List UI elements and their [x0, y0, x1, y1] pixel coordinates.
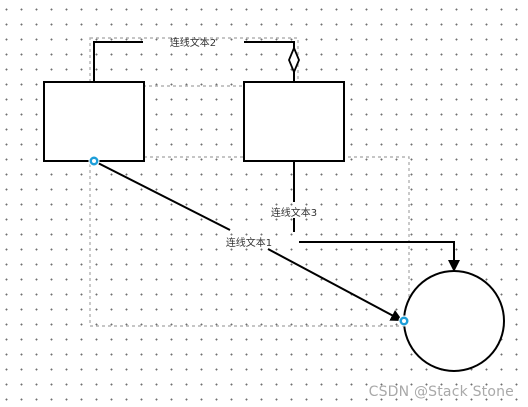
diamond-marker-icon: [288, 45, 300, 75]
source-anchor-handle[interactable]: [88, 155, 100, 167]
rectangle-node-left[interactable]: [43, 81, 145, 162]
edge-1-upper-segment[interactable]: [93, 160, 231, 231]
edge-2-selection-outline: [89, 37, 299, 87]
edge-1-label[interactable]: 连线文本1: [226, 236, 272, 249]
edge-3-label[interactable]: 连线文本3: [271, 206, 317, 219]
edge-3-lower-segment[interactable]: [299, 241, 460, 272]
edge-2-left-segment[interactable]: [93, 41, 143, 82]
watermark-text: CSDN @Stack Stone: [368, 384, 514, 400]
edge-1-lower-segment[interactable]: [267, 248, 403, 321]
rectangle-node-right[interactable]: [243, 81, 345, 162]
circle-node[interactable]: [403, 270, 505, 372]
target-anchor-handle[interactable]: [398, 315, 410, 327]
edge-2-label[interactable]: 连线文本2: [170, 36, 216, 49]
edge-2-right-segment[interactable]: [244, 41, 295, 82]
